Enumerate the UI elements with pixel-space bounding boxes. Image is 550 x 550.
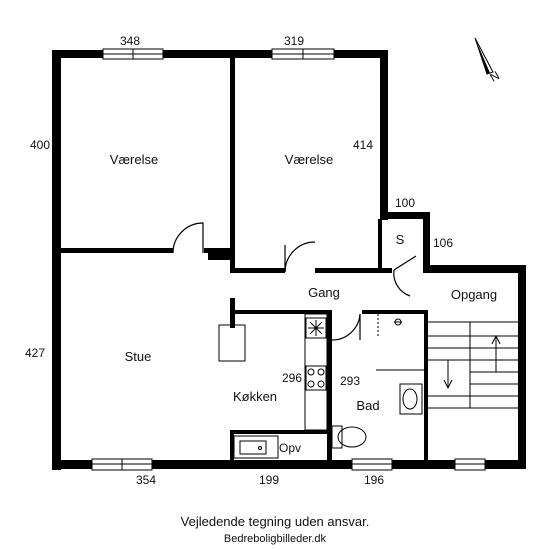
dim-left-lower: 427 xyxy=(25,346,45,360)
dim-right-upper: 414 xyxy=(353,138,373,152)
dim-bottom-middle: 199 xyxy=(259,473,279,487)
disclaimer-text: Vejledende tegning uden ansvar. xyxy=(180,514,370,529)
dim-top-middle: 319 xyxy=(284,34,304,48)
dim-left-upper: 400 xyxy=(30,138,50,152)
fan-icon xyxy=(308,320,324,336)
dim-closet-top: 100 xyxy=(395,196,415,210)
dimension-labels: 348 319 400 414 100 106 427 296 293 354 … xyxy=(25,34,453,487)
room-labels: Værelse Værelse S Gang Opgang Stue Køkke… xyxy=(110,152,497,455)
room-label-vaerelse-left: Værelse xyxy=(110,152,158,167)
dim-bath: 293 xyxy=(340,374,360,388)
room-label-bad: Bad xyxy=(356,398,379,413)
bath-fixtures xyxy=(331,314,424,449)
windows xyxy=(91,48,486,471)
kitchen-fixtures xyxy=(218,313,328,459)
room-label-gang: Gang xyxy=(308,285,340,300)
room-label-stue: Stue xyxy=(125,349,152,364)
walls xyxy=(52,50,526,470)
dim-top-left: 348 xyxy=(120,34,140,48)
website-text: Bedreboligbilleder.dk xyxy=(223,533,327,545)
room-label-kokken: Køkken xyxy=(233,389,277,404)
stairs xyxy=(428,321,518,409)
dim-bottom-right: 196 xyxy=(364,473,384,487)
doors xyxy=(172,222,417,341)
dim-closet-right: 106 xyxy=(433,236,453,250)
fixture-label-opv: Opv xyxy=(279,441,301,455)
dim-kitchen: 296 xyxy=(282,371,302,385)
compass-north-label: N xyxy=(487,68,502,84)
room-label-opgang: Opgang xyxy=(451,287,497,302)
room-label-skab: S xyxy=(396,232,405,247)
room-label-vaerelse-right: Værelse xyxy=(285,152,333,167)
compass-icon: N xyxy=(474,37,502,85)
dim-bottom-left: 354 xyxy=(136,473,156,487)
